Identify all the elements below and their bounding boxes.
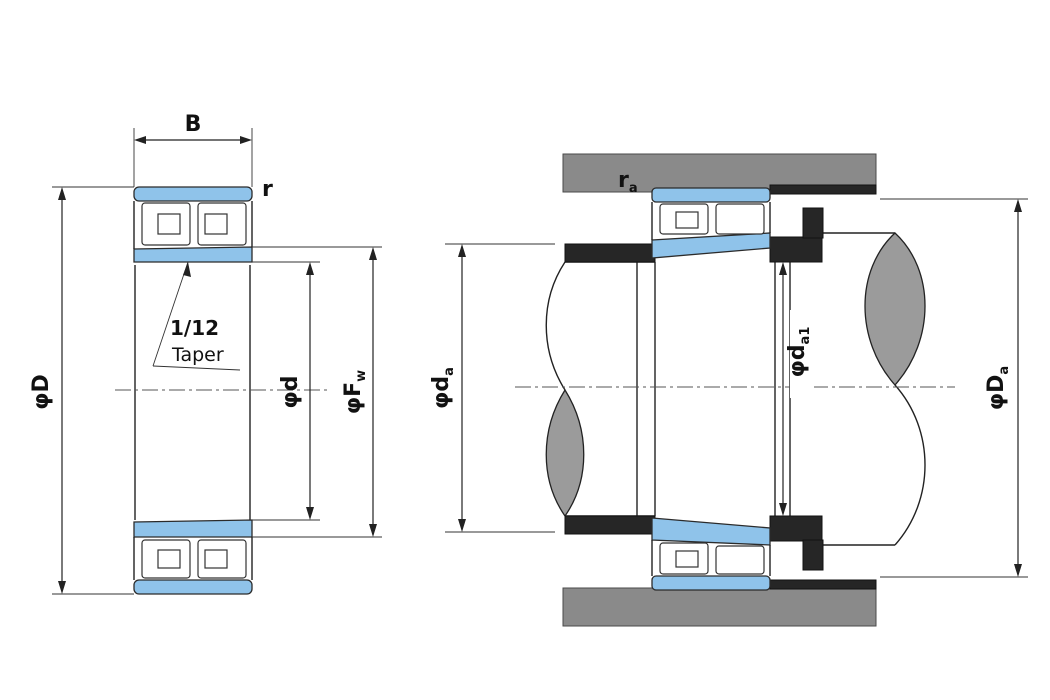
housing [562, 153, 877, 627]
label-da: d [429, 376, 454, 392]
dimension-Fw: φFw [252, 246, 382, 538]
dimension-da: φda [429, 243, 555, 533]
nut-upper [802, 207, 824, 239]
label-r: r [262, 177, 273, 202]
label-F-sub: w [354, 370, 369, 382]
label-D: D [29, 374, 54, 392]
spacers [564, 207, 824, 571]
spacer-left-lower [564, 515, 656, 535]
taper-ratio: 1/12 [170, 316, 219, 340]
outer-ring-lower [133, 579, 253, 595]
inner-ring-lower [133, 519, 253, 538]
bearing-section-left [115, 186, 330, 595]
mounted-roller-upper-2 [715, 203, 765, 235]
outer-ring-upper [133, 186, 253, 202]
label-d: d [278, 376, 303, 392]
shaft-break-left [545, 388, 585, 518]
label-da1: d [785, 344, 810, 360]
mounted-cage-upper [675, 211, 699, 229]
spacer-left-upper [564, 243, 656, 263]
dimension-D: φD [29, 186, 134, 595]
cage-upper-2 [204, 213, 228, 235]
mounted-roller-lower-2 [715, 545, 765, 575]
phi-symbol: φ [984, 393, 1009, 410]
shaft [545, 232, 926, 546]
cage-lower-1 [157, 549, 181, 569]
housing-lower [562, 587, 877, 627]
svg-text:φFw: φFw [341, 370, 369, 414]
mounted-inner-lower [651, 517, 771, 546]
bearing-mounted [651, 187, 771, 591]
phi-symbol: φ [341, 397, 366, 414]
label-da-sub: a [442, 367, 457, 376]
svg-text:φd: φd [278, 376, 303, 409]
mounted-cage-lower [675, 550, 699, 568]
phi-symbol: φ [785, 360, 810, 377]
nut-lower [802, 539, 824, 571]
dimension-Da: φDa [880, 198, 1028, 578]
label-da1-sub: a1 [798, 327, 813, 345]
mounted-outer-upper [651, 187, 771, 203]
svg-text:φD: φD [29, 374, 54, 409]
housing-shoulder-upper [769, 184, 877, 195]
phi-symbol: φ [29, 393, 54, 410]
label-ra: ra [618, 168, 638, 196]
shaft-break-right [864, 232, 926, 386]
phi-symbol: φ [429, 392, 454, 409]
mounted-inner-upper [651, 232, 771, 259]
taper-word: Taper [171, 344, 224, 366]
label-Da-sub: a [997, 366, 1012, 375]
cage-lower-2 [204, 549, 228, 569]
label-F: F [341, 382, 366, 397]
dimension-B: B [133, 112, 253, 187]
svg-text:φDa: φDa [984, 366, 1012, 410]
mounted-outer-lower [651, 575, 771, 591]
dimension-da1: φda1 [779, 262, 814, 516]
dimension-d: φd [252, 261, 320, 521]
svg-text:φda1: φda1 [785, 327, 813, 378]
label-B: B [185, 112, 202, 137]
housing-shoulder-lower [769, 579, 877, 590]
label-Da: D [984, 375, 1009, 393]
inner-ring-upper [133, 246, 253, 263]
phi-symbol: φ [278, 391, 303, 408]
taper-callout: 1/12 Taper [152, 261, 241, 371]
svg-text:φda: φda [429, 367, 457, 409]
cage-upper-1 [157, 213, 181, 235]
